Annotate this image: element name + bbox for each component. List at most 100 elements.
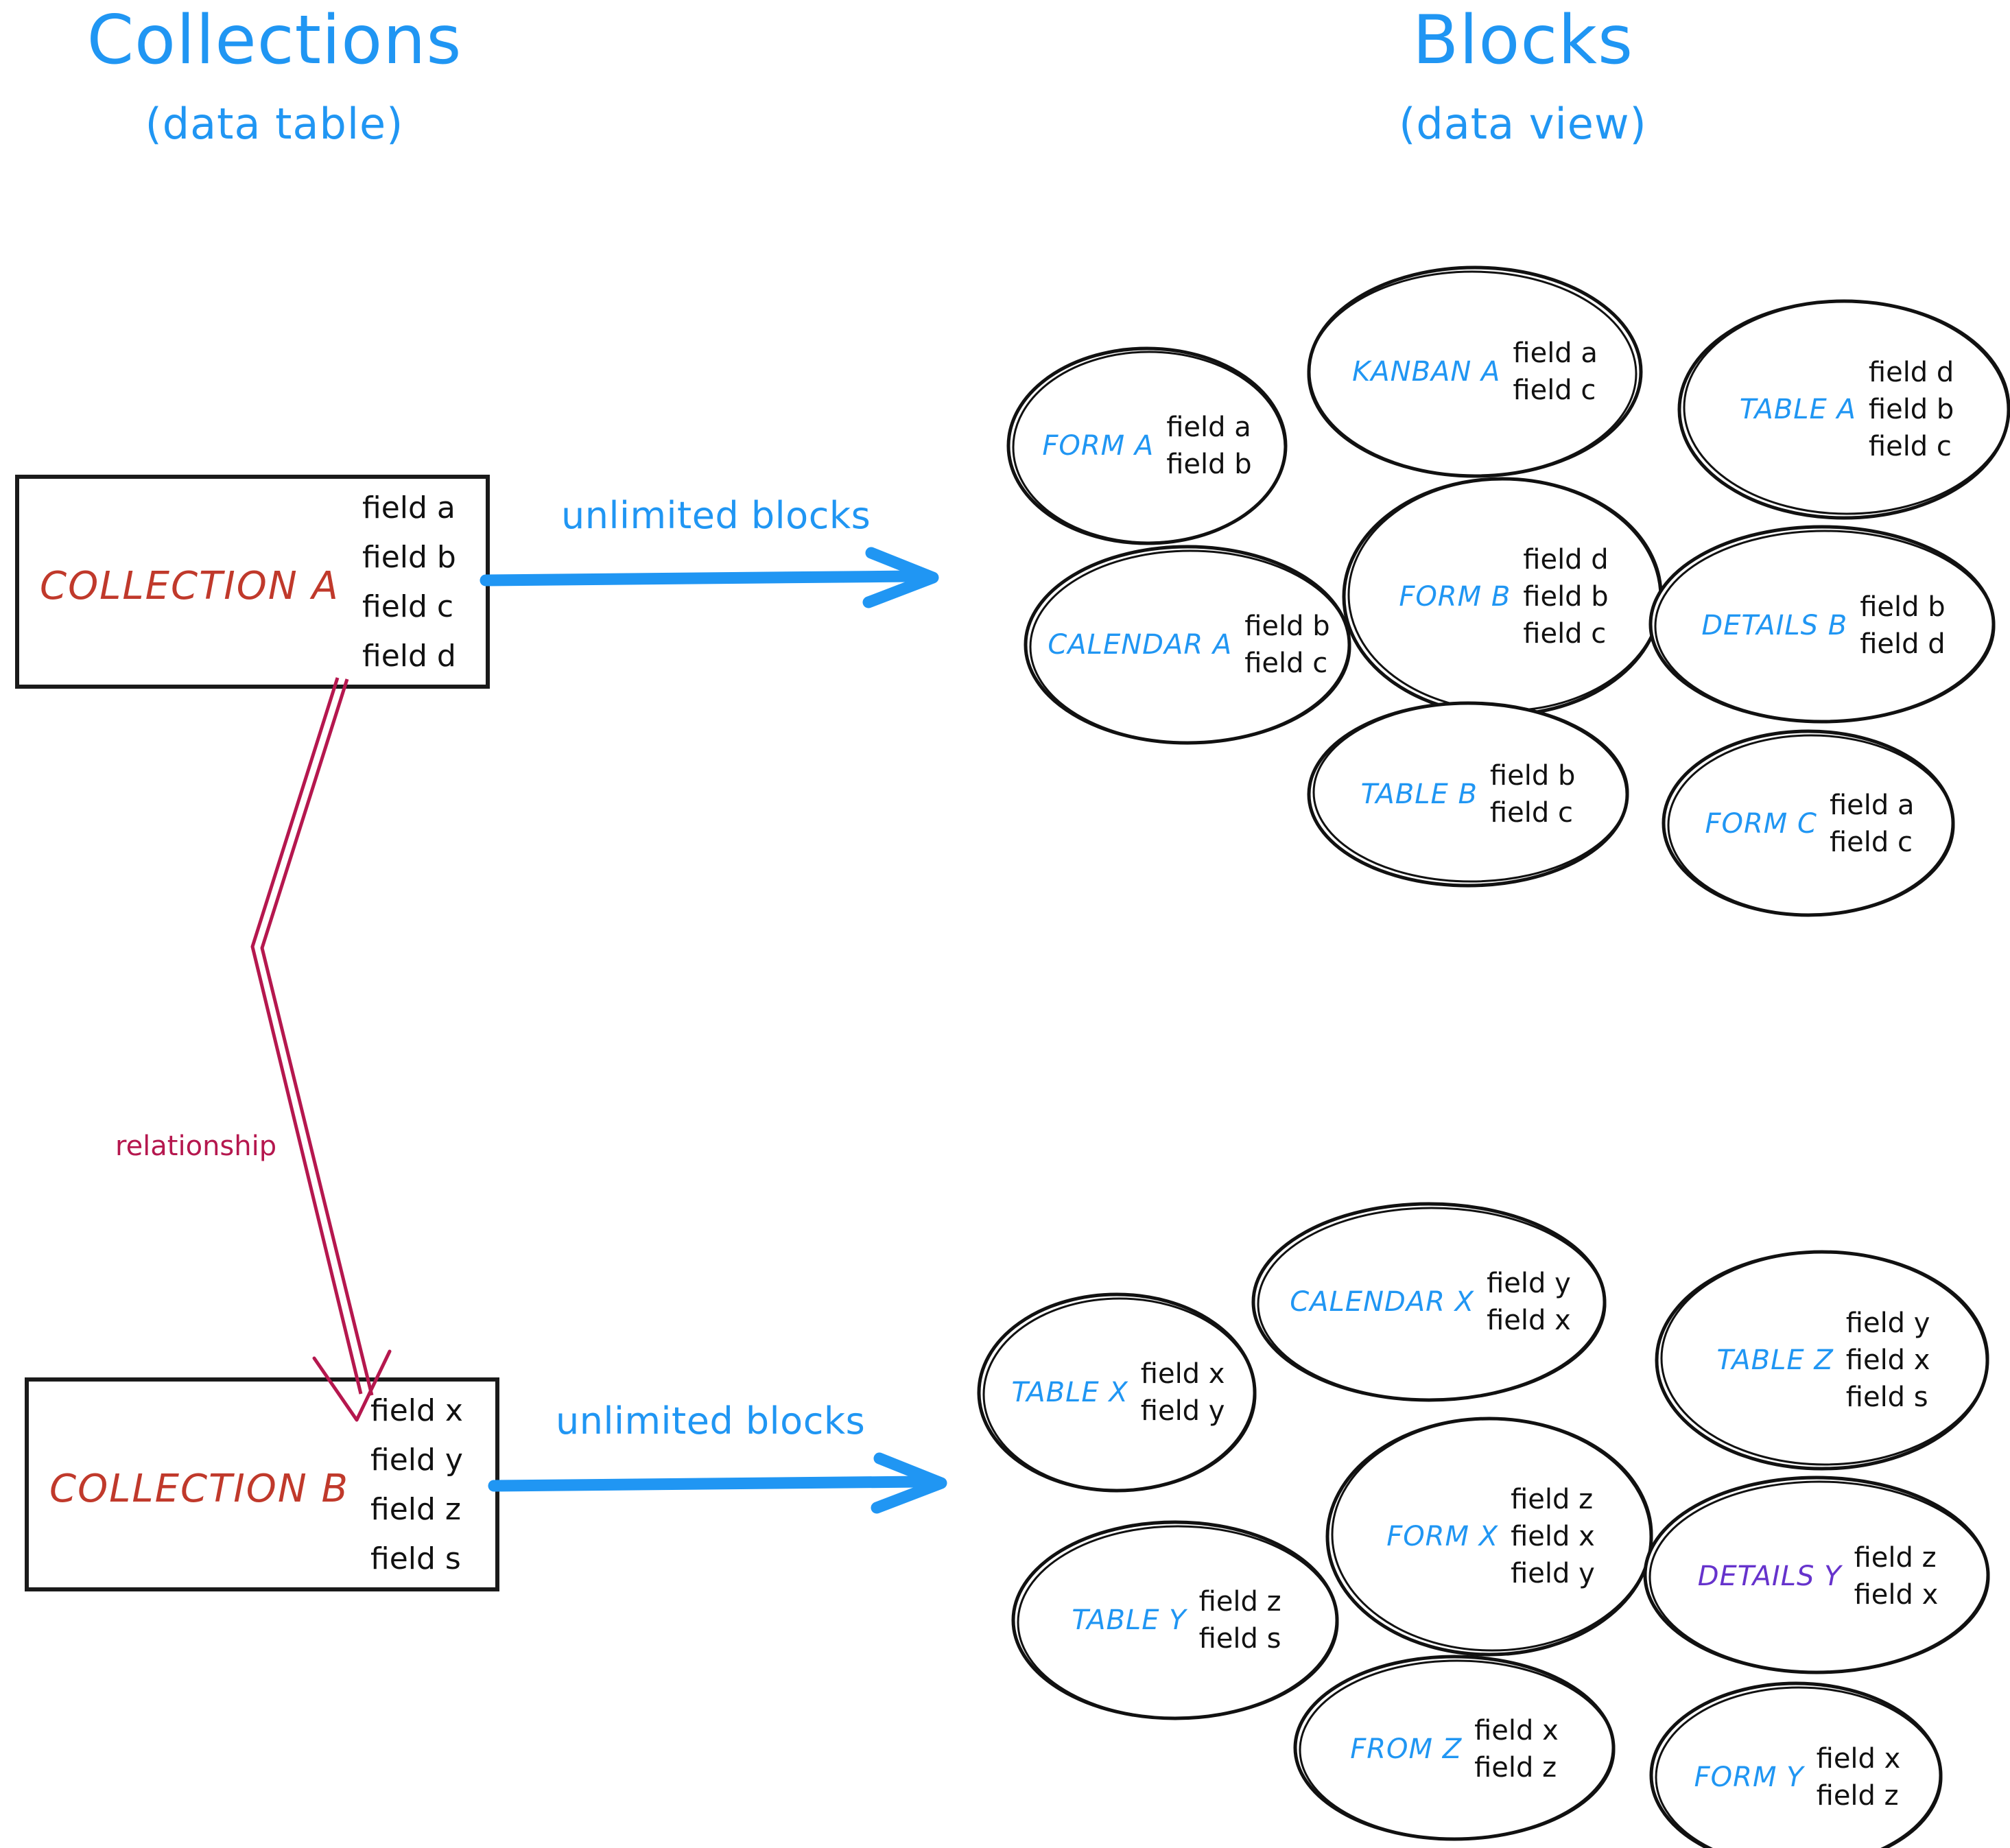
block-field: field s [1845,1382,1928,1413]
block-field-list: field d field b field c [1869,358,1954,461]
page-title-collections: Collections [86,1,462,80]
block-field: field b [1523,581,1609,613]
block-form-x[interactable]: FORM X field z field x field y [1323,1413,1659,1660]
block-field: field d [1523,544,1609,576]
block-name-label: CALENDAR X [1290,1286,1475,1318]
block-name-label: FROM Z [1350,1733,1463,1765]
relationship-connector [250,677,392,1422]
block-field: field s [1198,1623,1281,1655]
block-name-label: FORM Y [1694,1762,1804,1793]
page-subtitle-blocks: (data view) [1399,99,1647,149]
block-field-list: field b field c [1490,761,1575,827]
page-title-blocks: Blocks [1412,1,1634,80]
block-field: field c [1489,797,1573,829]
block-kanban-a[interactable]: KANBAN A field a field c [1303,262,1646,482]
block-field-list: field y field x field s [1846,1309,1930,1412]
block-calendar-x[interactable]: CALENDAR X field y field x [1249,1199,1612,1405]
block-field: field d [1860,628,1946,660]
block-form-a[interactable]: FORM A field a field b [1003,343,1291,549]
block-field: field z [1854,1542,1937,1574]
block-name-label: CALENDAR A [1048,629,1233,661]
block-field-list: field x field z [1474,1716,1559,1782]
block-field: field b [1244,611,1330,642]
block-name-label: DETAILS Y [1697,1561,1842,1592]
block-table-x[interactable]: TABLE X field x field y [974,1290,1262,1495]
block-field: field b [1166,449,1252,480]
block-field-list: field b field d [1860,593,1945,659]
block-field: field b [1489,760,1576,792]
collection-b-name: COLLECTION B [49,1467,349,1511]
block-field: field a [1166,412,1251,443]
block-field-list: field z field x [1854,1543,1939,1609]
block-details-y[interactable]: DETAILS Y field z field x [1640,1473,1996,1679]
block-form-b[interactable]: FORM B field d field b field c [1339,473,1668,720]
block-table-a[interactable]: TABLE A field d field b field c [1675,296,2010,523]
unlimited-blocks-label-a: unlimited blocks [561,494,871,537]
page-subtitle-collections: (data table) [145,99,404,149]
block-field: field x [1511,1521,1595,1552]
block-field: field y [1511,1558,1595,1589]
block-field: field b [1860,591,1946,623]
unlimited-blocks-arrow-a [480,547,939,608]
unlimited-blocks-label-b: unlimited blocks [556,1399,866,1443]
block-field: field y [1845,1307,1930,1339]
collection-a-field: field d [362,638,456,674]
block-name-label: TABLE Y [1072,1604,1187,1636]
block-field: field z [1816,1780,1899,1812]
block-field: field z [1511,1484,1594,1515]
collection-b-field: field y [370,1442,463,1478]
collection-a-fields: field a field b field c field d [362,490,486,674]
block-field-list: field a field c [1830,791,1915,857]
collection-a-field: field b [362,539,456,575]
collection-b-field: field s [370,1541,461,1576]
block-name-label: DETAILS B [1701,610,1848,641]
block-field: field c [1513,375,1596,406]
collection-b-field: field x [370,1393,463,1428]
block-table-z[interactable]: TABLE Z field y field x field s [1652,1247,1995,1473]
block-field: field z [1198,1586,1281,1618]
block-field: field c [1829,827,1913,858]
block-field: field x [1854,1579,1939,1611]
block-field: field y [1487,1268,1571,1299]
block-name-label: TABLE Z [1716,1344,1834,1376]
block-form-y[interactable]: FORM Y field x field z [1646,1681,1948,1848]
collection-a-field: field a [362,490,456,525]
block-table-b[interactable]: TABLE B field b field c [1303,698,1633,890]
block-table-y[interactable]: TABLE Y field z field s [1008,1517,1345,1723]
block-details-b[interactable]: DETAILS B field b field d [1645,523,2002,728]
block-name-label: FORM A [1042,430,1155,462]
block-field: field y [1140,1395,1225,1427]
block-field-list: field x field y [1141,1360,1225,1425]
block-field: field x [1474,1715,1559,1746]
collection-a-name: COLLECTION A [40,564,340,608]
collection-b-box[interactable] [25,1377,499,1591]
block-field-list: field a field c [1513,339,1598,405]
block-name-label: FORM B [1399,581,1511,613]
block-name-label: TABLE B [1360,779,1478,810]
block-field: field a [1513,337,1598,369]
collection-a-field: field c [362,589,454,624]
block-field-list: field x field z [1817,1744,1901,1810]
block-field-list: field a field b [1166,413,1251,479]
block-field: field z [1474,1752,1557,1784]
block-name-label: TABLE A [1739,394,1856,425]
relationship-label: relationship [115,1130,277,1162]
block-name-label: FORM C [1705,808,1817,840]
block-field: field b [1868,394,1954,425]
block-field-list: field z field x field y [1511,1485,1595,1588]
block-field: field x [1845,1344,1930,1376]
block-name-label: FORM X [1386,1521,1499,1552]
collection-b-field: field z [370,1491,462,1527]
block-field: field x [1816,1743,1901,1775]
block-field: field c [1868,431,1952,462]
block-field: field x [1140,1358,1225,1390]
collection-b-fields: field x field y field z field s [370,1395,494,1575]
block-calendar-a[interactable]: CALENDAR A field b field c [1021,542,1357,748]
block-field: field c [1244,648,1328,679]
block-name-label: KANBAN A [1352,356,1501,388]
block-form-c[interactable]: FORM C field a field c [1659,727,1961,921]
collection-a-box[interactable] [15,475,490,689]
block-name-label: TABLE X [1011,1377,1128,1408]
block-from-z[interactable]: FROM Z field x field z [1290,1653,1619,1845]
